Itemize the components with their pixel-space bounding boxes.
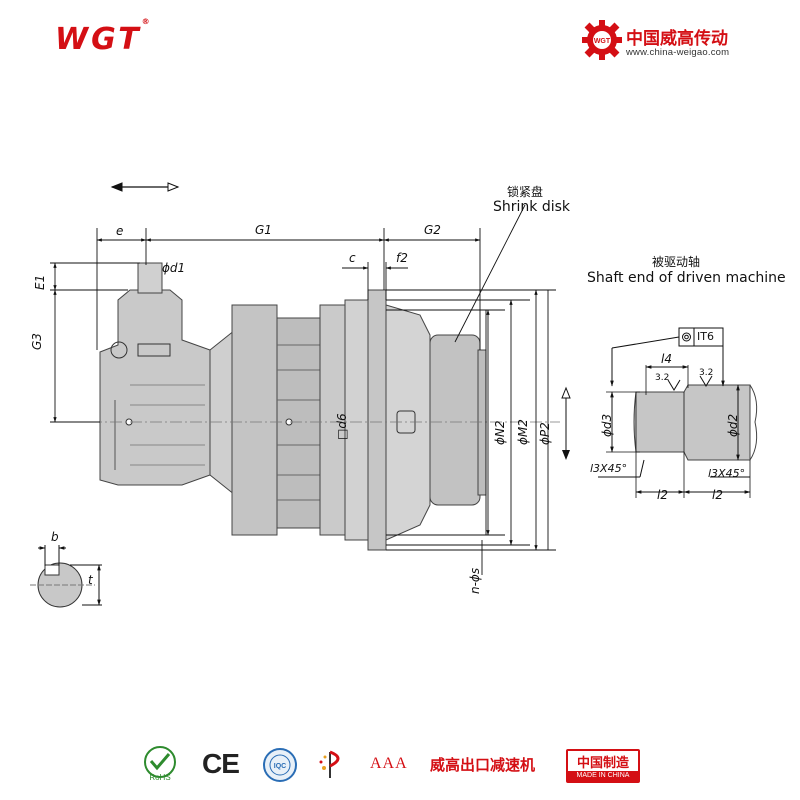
dim-g2: G2 [424,223,441,237]
shrink-disk-label-cn: 锁紧盘 [507,185,544,199]
footer-slogan: 威高出口减速机 [430,757,536,774]
dim-d6: □d6 [335,413,349,440]
brand-name: 中国威高传动 [626,29,728,48]
tolerance-it6: IT6 [697,330,714,343]
shrink-disk-label-en: Shrink disk [493,199,571,215]
wgt-logo: WGT® [55,17,150,57]
rotation-arrow-icon [561,386,571,460]
driven-shaft-detail [598,327,758,498]
chamfer-right: l3X45° [708,467,746,480]
dim-b: b [51,530,59,544]
quality-badge-icon [319,750,340,778]
dim-g3: G3 [30,333,44,350]
key-section-detail [30,545,102,608]
gear-logo-icon: WGT [582,20,622,60]
dim-l4: l4 [661,352,672,366]
made-cn: 中国制造 [576,755,629,770]
dim-d3: ϕd3 [600,413,614,437]
aaa-rating: AAA [370,755,408,772]
shaft-end-label-en: Shaft end of driven machine [587,270,786,286]
gear-housing [209,289,487,551]
direction-arrows-icon [110,182,180,192]
ce-mark: CE [202,748,240,779]
dim-m2: ϕM2 [516,419,530,445]
svg-text:WGT: WGT [594,38,611,45]
dim-ns: n-ϕs [468,567,482,594]
rohs-badge-icon: RoHS [144,746,176,782]
svg-text:IQC: IQC [274,763,286,770]
iqc-badge-icon: IQC [263,748,297,782]
dim-c: c [349,251,356,265]
brand-url: www.china-weigao.com [626,47,730,58]
dim-n2: ϕN2 [493,420,507,445]
made-en: MADE IN CHINA [568,771,638,781]
dim-t: t [88,573,93,587]
dim-f2: f2 [396,251,408,265]
dim-l2-right: l2 [712,488,723,502]
chamfer-left: l3X45° [590,462,628,475]
dim-p2: ϕP2 [538,422,552,445]
dim-d1: ϕd1 [162,261,186,275]
dim-e: e [116,224,124,238]
shaft-end-label-cn: 被驱动轴 [652,255,701,269]
motor-adapter [99,262,211,486]
made-in-china-badge: 中国制造 MADE IN CHINA [566,749,640,783]
dim-e1: E1 [33,274,47,290]
dim-d2: ϕd2 [726,413,740,437]
dim-g1: G1 [255,223,272,237]
dim-l2-left: l2 [657,488,668,502]
svg-text:RoHS: RoHS [149,773,170,782]
roughness-1: 3.2 [655,373,670,383]
roughness-2: 3.2 [699,368,714,378]
